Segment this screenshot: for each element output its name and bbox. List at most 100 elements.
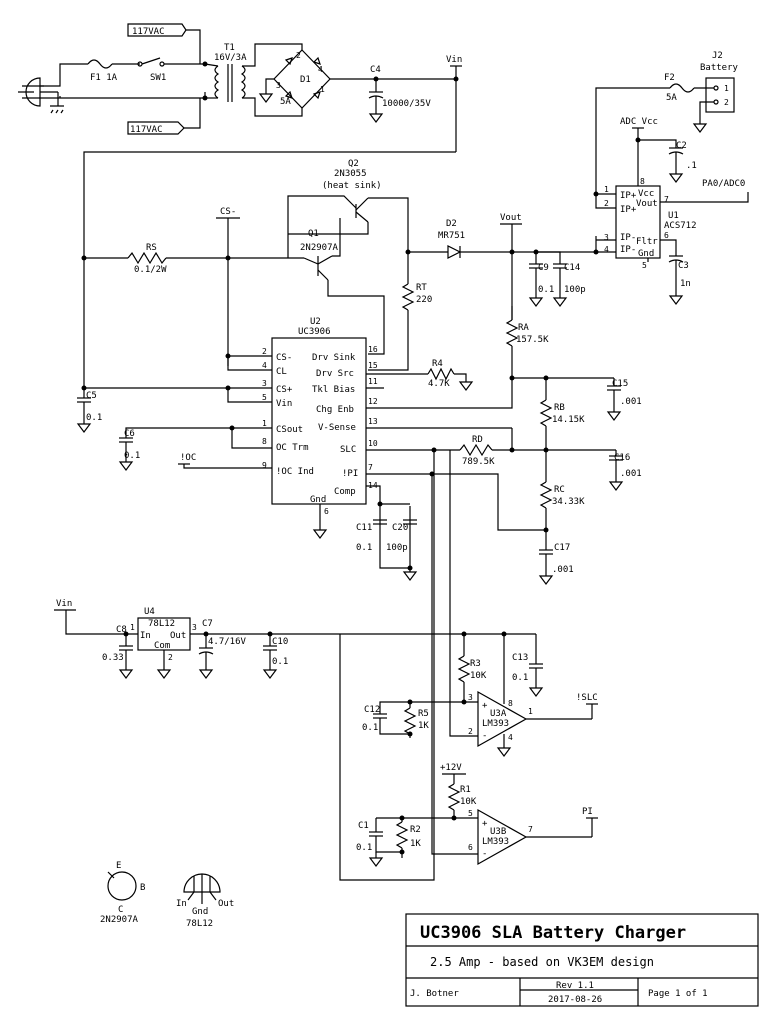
rb-resistor-icon: [539, 399, 553, 427]
oc-label: !OC: [180, 453, 196, 463]
c5-label: C5: [86, 391, 97, 401]
u4-com: Com: [154, 641, 170, 651]
ground-icon: [538, 575, 554, 585]
voltage-divider: RA 157.5K C15 .001 RB 14.15K C16 .001 RC…: [505, 306, 642, 585]
j2-pin1: 1: [724, 84, 729, 93]
fuse2-label: F2: [664, 73, 675, 83]
ground-icon: [528, 297, 544, 307]
c13-value: 0.1: [512, 673, 528, 683]
acs-pin-ip4: IP-: [620, 245, 636, 255]
u2-pin15-num: 15: [368, 361, 378, 370]
u2-pin-cl: CL: [276, 367, 287, 377]
svg-text:4: 4: [604, 245, 609, 254]
u2-pin-oc-ind: !OC Ind: [276, 467, 314, 477]
u2-pin1-num: 1: [262, 419, 267, 428]
ground-icon: [50, 105, 64, 114]
u4-part: 78L12: [148, 619, 175, 629]
bridge-diamond: [273, 49, 331, 109]
c10-label: C10: [272, 637, 288, 647]
fuse1-label: F1 1A: [90, 73, 118, 83]
schematic-title: UC3906 SLA Battery Charger: [420, 923, 686, 943]
acs-pin-ip2: IP+: [620, 205, 637, 215]
u3a-label: U3A: [490, 709, 507, 719]
r1-resistor-icon: [447, 783, 461, 811]
c8-value: 0.33: [102, 653, 124, 663]
u2-pin-pi: !PI: [342, 469, 358, 479]
u2-pin-gnd: Gnd: [310, 495, 326, 505]
u3b-pin7: 7: [528, 825, 533, 834]
transformer-rating: 16V/3A: [214, 53, 247, 63]
c13-label: C13: [512, 653, 528, 663]
vout-label: Vout: [500, 213, 522, 223]
q1-part: 2N2907A: [300, 243, 339, 253]
u4-out: Out: [170, 631, 186, 641]
u3b-pin5: 5: [468, 809, 473, 818]
r2-resistor-icon: [395, 821, 409, 849]
ac-tag-bottom: [127, 121, 185, 135]
c3-label: C3: [678, 261, 689, 271]
pinout-gnd: Gnd: [192, 907, 208, 917]
rc-resistor-icon: [539, 481, 553, 509]
c10-value: 0.1: [272, 657, 288, 667]
pinout-reg: 78L12: [186, 919, 213, 929]
u3a-pin4: 4: [508, 733, 513, 742]
c2-label: C2: [676, 141, 687, 151]
c7-label: C7: [202, 619, 213, 629]
u2-pin8-num: 8: [262, 437, 267, 446]
svg-text:+: +: [482, 701, 488, 711]
q2-part: 2N3055: [334, 169, 367, 179]
transformer-label: T1: [224, 43, 235, 53]
pinout-c: C: [118, 905, 123, 915]
u2-pin-cs-plus: CS+: [276, 385, 293, 395]
c5-value: 0.1: [86, 413, 102, 423]
adc-vcc-label: ADC Vcc: [620, 117, 658, 127]
c9-label: C9: [538, 263, 549, 273]
ground-icon: [368, 113, 384, 123]
date-label: 2017-08-26: [548, 995, 602, 1005]
c15-value: .001: [620, 397, 642, 407]
pass-stage: Q2 2N3055 (heat sink) Q1 2N2907A RS 0.1/…: [81, 159, 586, 371]
c14-value: 100p: [564, 285, 586, 295]
r5-resistor-icon: [403, 707, 417, 735]
u4-label: U4: [144, 607, 155, 617]
fuse2-value: 5A: [666, 93, 677, 103]
j2-sub-label: Battery: [700, 63, 739, 73]
ground-icon: [118, 669, 134, 679]
rd-value: 789.5K: [462, 457, 495, 467]
svg-text:3: 3: [276, 81, 281, 90]
regulator-section: Vin U4 78L12 In Out Com 1 2 3 C8 0.33 C7…: [54, 599, 536, 679]
author-label: J. Botner: [410, 989, 459, 999]
transistor-pinout-icon: [107, 871, 137, 901]
svg-text:3: 3: [604, 233, 609, 242]
r3-value: 10K: [470, 671, 487, 681]
u2-pin6-num: 6: [324, 507, 329, 516]
regulator-pinout-icon: [183, 873, 221, 893]
ground-icon: [258, 93, 274, 103]
u4-pin3: 3: [192, 623, 197, 632]
svg-text:2: 2: [604, 199, 609, 208]
c4-label: C4: [370, 65, 381, 75]
u2-pin16-num: 16: [368, 345, 378, 354]
c15-label: C15: [612, 379, 628, 389]
u1-part: ACS712: [664, 221, 697, 231]
u2-pin10-num: 10: [368, 439, 378, 448]
pinout-b: B: [140, 883, 145, 893]
pinout-e: E: [116, 861, 121, 871]
u2-pin-drv-src: Drv Src: [316, 369, 354, 379]
u2-pin7-num: 7: [368, 463, 373, 472]
q2-note: (heat sink): [322, 181, 382, 191]
u2-pin-comp: Comp: [334, 487, 356, 497]
r2-label: R2: [410, 825, 421, 835]
r1-label: R1: [460, 785, 471, 795]
uc3906-box: [271, 337, 367, 505]
c20-value: 100p: [386, 543, 408, 553]
c1-label: C1: [358, 821, 369, 831]
pi-output-label: PI: [582, 807, 593, 817]
r4-label: R4: [432, 359, 443, 369]
svg-text:2: 2: [296, 51, 301, 60]
u4-in: In: [140, 631, 151, 641]
r5-label: R5: [418, 709, 429, 719]
u1-label: U1: [668, 211, 679, 221]
fuse2-icon: [669, 83, 695, 93]
r1-value: 10K: [460, 797, 477, 807]
